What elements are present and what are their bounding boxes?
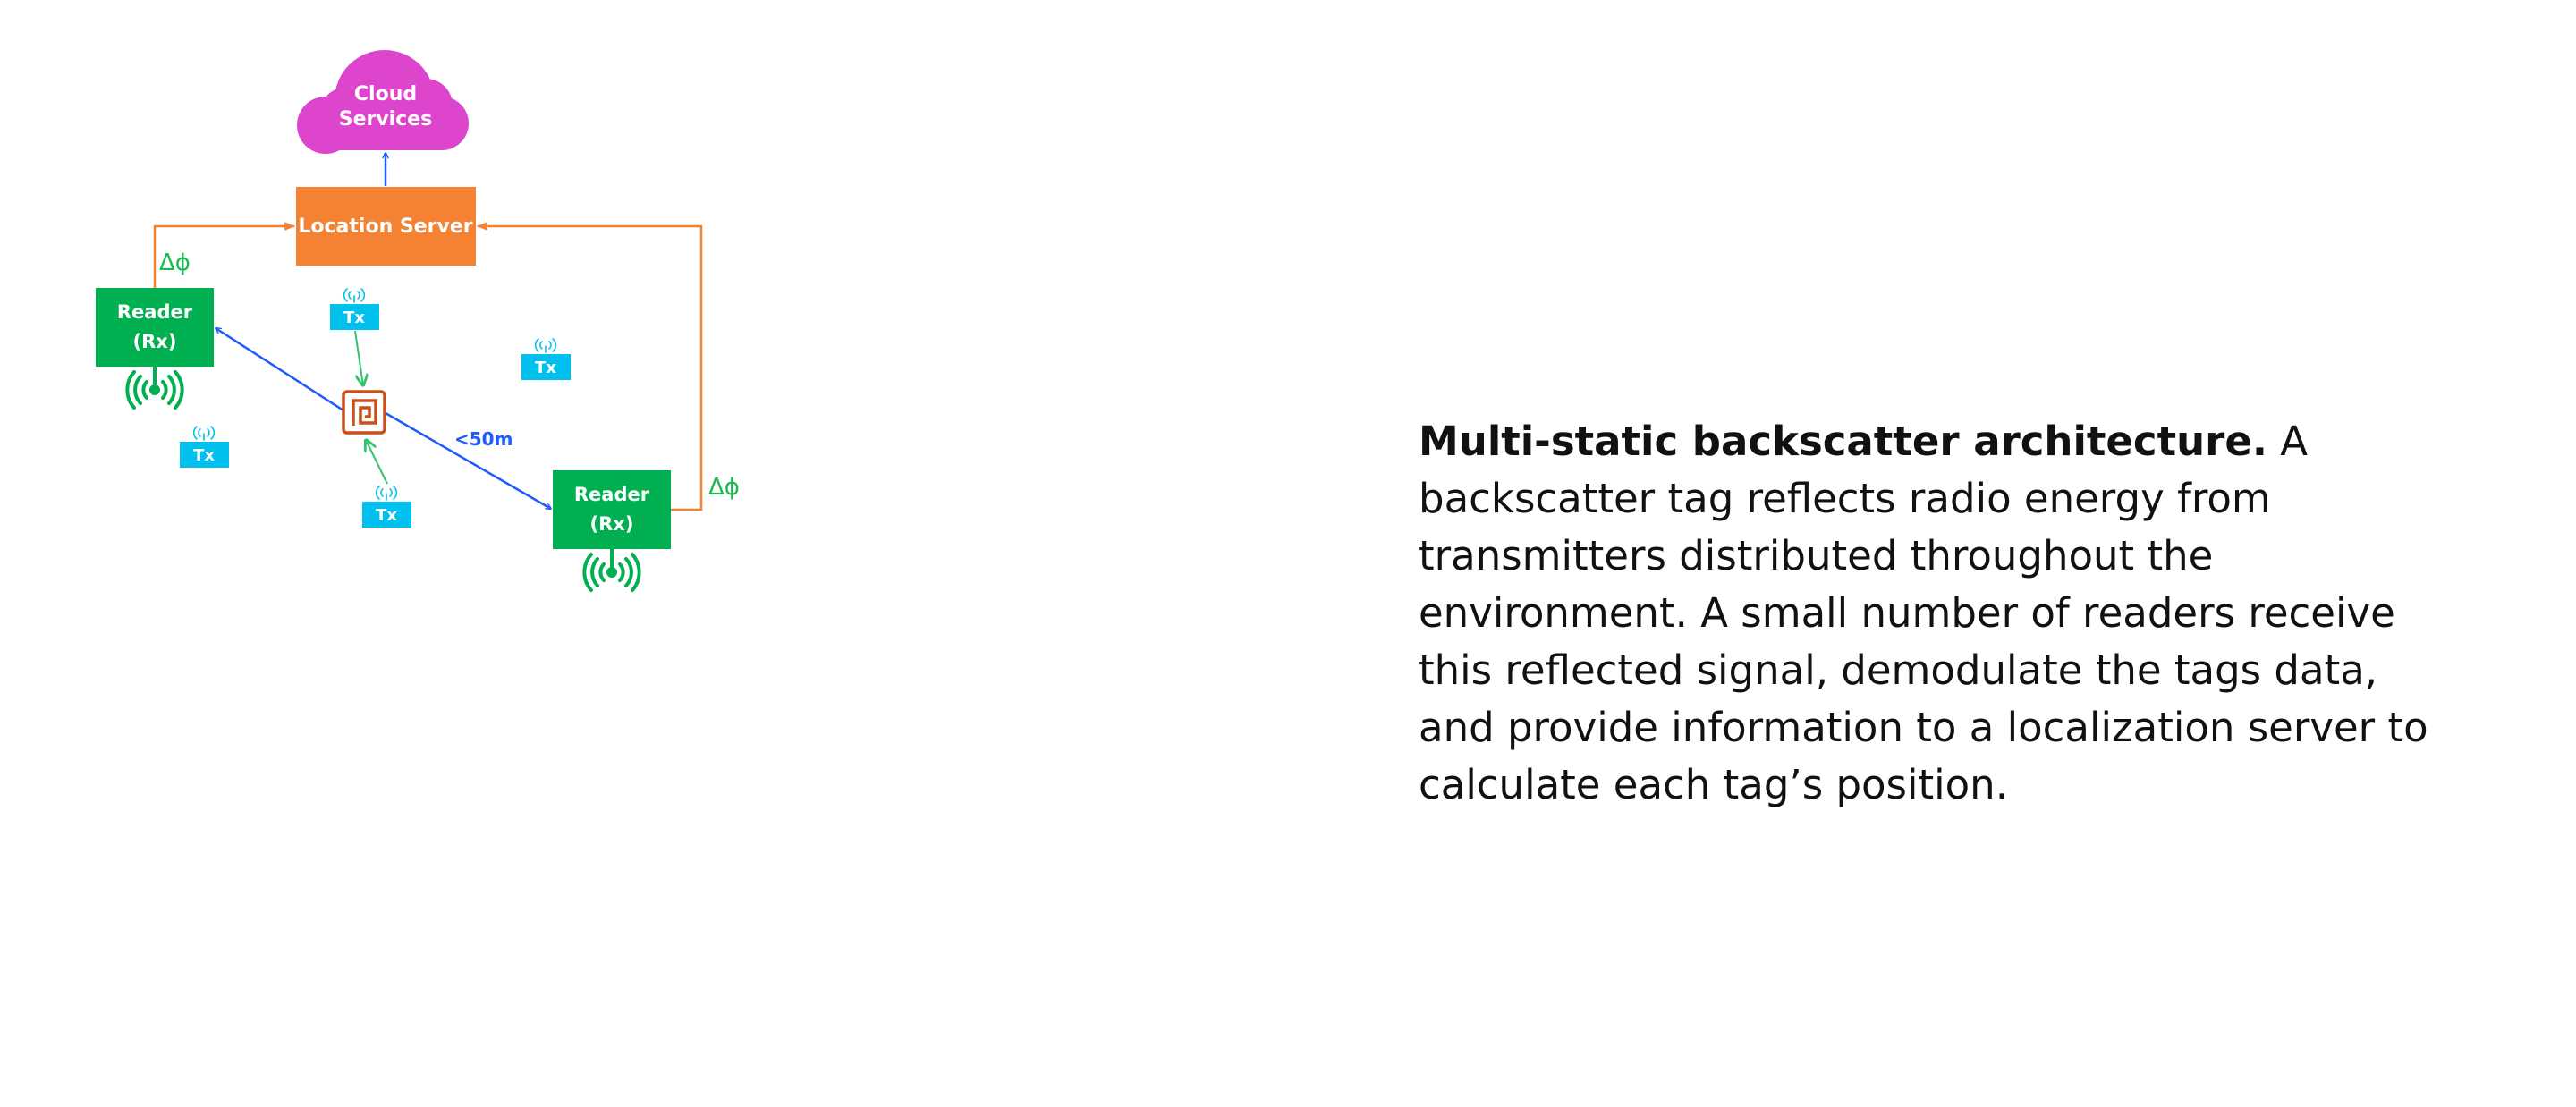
tx-node-top: Tx	[330, 288, 379, 330]
reader-left-node: Reader (Rx)	[96, 288, 214, 367]
tx-label: Tx	[376, 506, 397, 525]
reader-right-label-line1: Reader	[574, 484, 650, 505]
location-server-node: Location Server	[296, 187, 476, 266]
tx-node-bottom: Tx	[362, 486, 411, 528]
tx-node-left: Tx	[180, 426, 229, 468]
tx-bottom-to-tag-arrow	[366, 440, 388, 485]
broadcast-icon	[582, 547, 641, 592]
figure-caption: Multi-static backscatter architecture. A…	[1419, 413, 2438, 814]
cloud-label-line2: Services	[339, 108, 433, 131]
tx-node-center: Tx	[521, 338, 571, 380]
distance-label: <50m	[454, 428, 513, 450]
antenna-icon	[192, 426, 216, 441]
cloud-services-node: Cloud Services	[297, 50, 469, 154]
architecture-diagram: Cloud Services Location Server Δϕ Δϕ Rea…	[96, 50, 740, 592]
location-server-label: Location Server	[298, 215, 472, 238]
caption-body: A backscatter tag reflects radio energy …	[1419, 418, 2428, 808]
antenna-icon	[375, 486, 398, 501]
antenna-icon	[534, 338, 557, 353]
rfid-tag-icon	[342, 390, 386, 435]
delta-phi-right-label: Δϕ	[708, 474, 740, 501]
delta-phi-left-label: Δϕ	[159, 249, 191, 276]
cloud-label-line1: Cloud	[354, 83, 417, 106]
reader-left-label-line2: (Rx)	[133, 331, 177, 352]
reader-right-node: Reader (Rx)	[553, 470, 671, 549]
cloud-icon	[297, 50, 469, 154]
tx-label: Tx	[535, 359, 556, 377]
broadcast-icon	[125, 365, 184, 410]
tag-to-right-reader-arrow	[385, 411, 551, 509]
left-reader-to-server-line	[153, 222, 296, 288]
tx-label: Tx	[193, 446, 215, 465]
antenna-icon	[343, 288, 366, 303]
reader-left-label-line1: Reader	[117, 301, 193, 323]
reader-right-label-line2: (Rx)	[590, 513, 634, 535]
right-reader-to-server-line	[476, 222, 703, 511]
tx-top-to-tag-arrow	[354, 330, 363, 385]
tag-to-left-reader-arrow	[216, 328, 344, 412]
tx-label: Tx	[343, 308, 365, 327]
caption-title: Multi-static backscatter architecture.	[1419, 418, 2267, 465]
